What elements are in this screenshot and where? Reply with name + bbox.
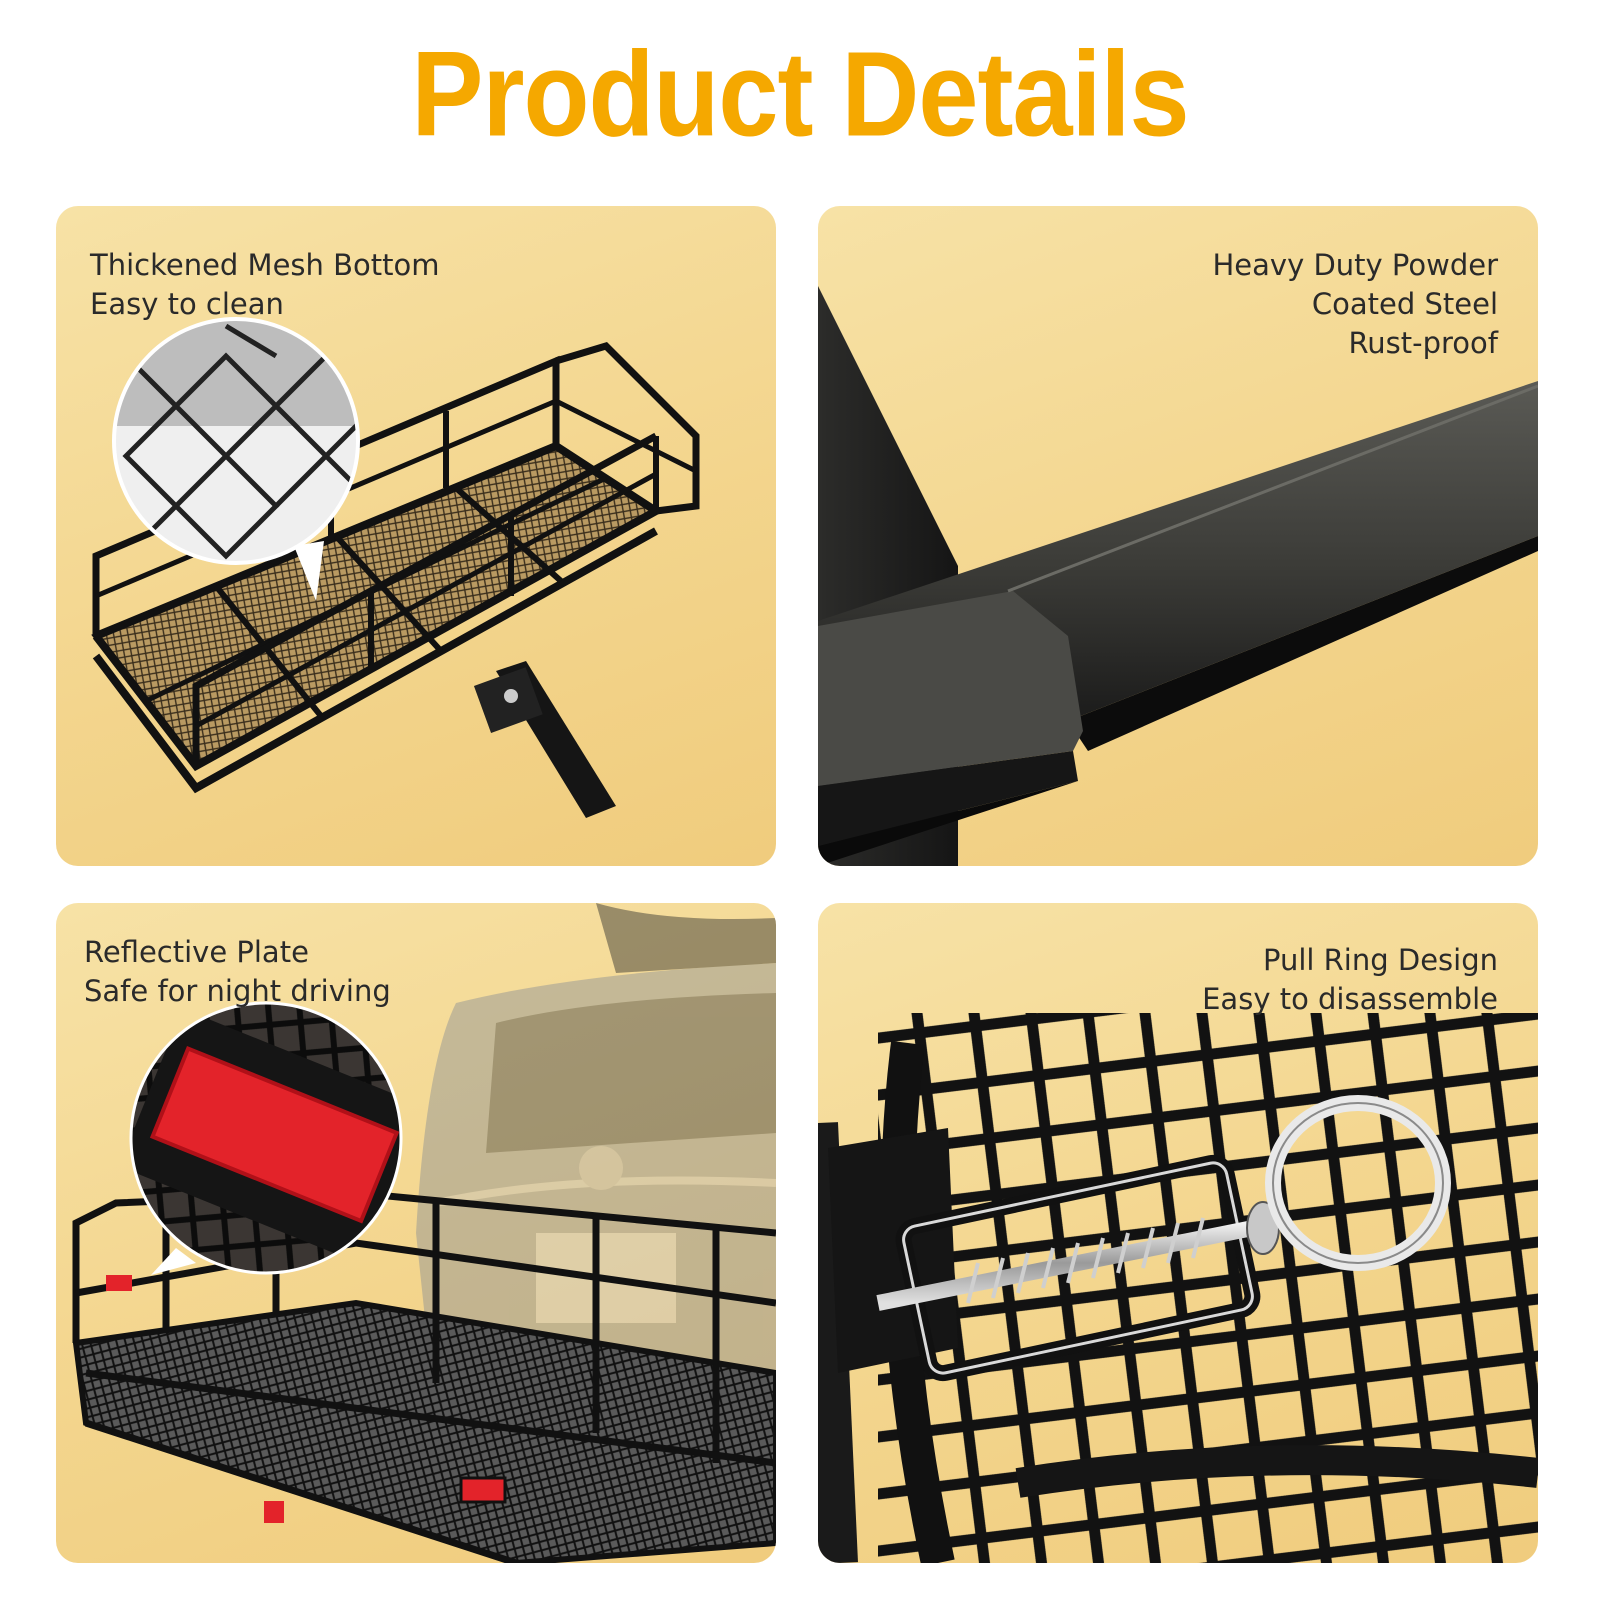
caption-line: Rust-proof bbox=[1348, 326, 1498, 360]
page-title: Product Details bbox=[411, 25, 1189, 162]
caption-line: Safe for night driving bbox=[84, 974, 391, 1008]
caption-line: Easy to disassemble bbox=[1202, 982, 1498, 1016]
detail-panel-mesh-bottom: Thickened Mesh Bottom Easy to clean bbox=[56, 206, 776, 866]
detail-panel-reflective-plate: Reflective Plate Safe for night driving bbox=[56, 903, 776, 1563]
detail-panel-pull-ring: Pull Ring Design Easy to disassemble bbox=[818, 903, 1538, 1563]
panel-caption: Pull Ring Design Easy to disassemble bbox=[1202, 941, 1498, 1019]
cargo-carrier-image bbox=[91, 317, 700, 818]
pull-ring-closeup-image bbox=[818, 1013, 1538, 1563]
panel-caption: Reflective Plate Safe for night driving bbox=[84, 933, 391, 1011]
steel-tube-closeup-image bbox=[818, 286, 1538, 866]
caption-line: Heavy Duty Powder bbox=[1212, 248, 1498, 282]
detail-panel-powder-coated-steel: Heavy Duty Powder Coated Steel Rust-proo… bbox=[818, 206, 1538, 866]
panel-caption: Heavy Duty Powder Coated Steel Rust-proo… bbox=[1212, 246, 1498, 363]
caption-line: Easy to clean bbox=[90, 287, 284, 321]
caption-line: Thickened Mesh Bottom bbox=[90, 248, 440, 282]
caption-line: Reflective Plate bbox=[84, 935, 309, 969]
panel-caption: Thickened Mesh Bottom Easy to clean bbox=[90, 246, 440, 324]
caption-line: Pull Ring Design bbox=[1262, 943, 1498, 977]
carrier-on-car-image bbox=[72, 903, 776, 1563]
caption-line: Coated Steel bbox=[1311, 287, 1498, 321]
